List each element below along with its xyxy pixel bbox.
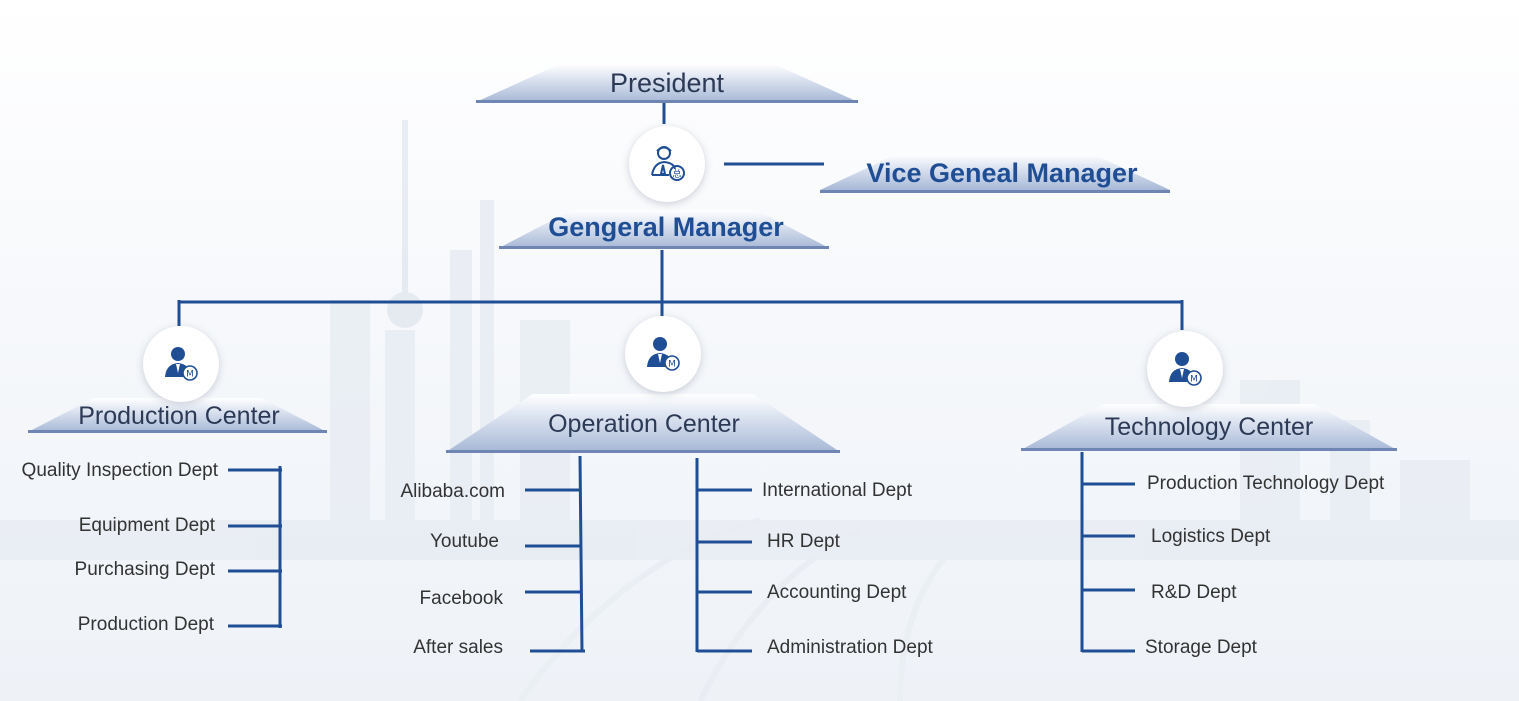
general-manager-icon: 总 — [651, 146, 685, 181]
dept-alibaba: Alibaba.com — [400, 481, 505, 502]
president-title: President — [609, 68, 725, 98]
technology-center-banner-edge — [1021, 448, 1397, 451]
dept-facebook: Facebook — [419, 588, 503, 609]
production-center-title: Production Center — [78, 402, 280, 430]
technology-center-avatar: M — [1147, 331, 1223, 407]
dept-youtube: Youtube — [429, 531, 499, 552]
production-center-avatar: M — [143, 326, 219, 402]
svg-text:总: 总 — [672, 168, 681, 180]
manager-m-icon: M — [1169, 352, 1202, 386]
dept-purchasing: Purchasing Dept — [74, 559, 215, 580]
dept-quality-inspection: Quality Inspection Dept — [21, 460, 218, 481]
dept-logistics: Logistics Dept — [1151, 526, 1271, 547]
dept-international: International Dept — [762, 480, 912, 501]
manager-m-icon: M — [647, 337, 680, 371]
production-center-banner-edge — [28, 430, 327, 433]
manager-m-icon: M — [165, 347, 198, 381]
general-manager-banner-edge — [499, 246, 829, 249]
dept-accounting: Accounting Dept — [767, 582, 907, 603]
svg-text:M: M — [668, 360, 676, 370]
general-manager-avatar: 总 — [629, 126, 705, 202]
dept-rnd: R&D Dept — [1151, 582, 1237, 603]
dept-equipment: Equipment Dept — [78, 515, 215, 536]
general-manager-title: Gengeral Manager — [548, 212, 784, 242]
dept-production-technology: Production Technology Dept — [1147, 473, 1385, 494]
svg-text:M: M — [186, 370, 194, 380]
svg-text:M: M — [1190, 375, 1198, 385]
dept-after-sales: After sales — [413, 637, 503, 658]
operation-center-banner-edge — [446, 450, 840, 453]
dept-production: Production Dept — [77, 614, 214, 635]
dept-hr: HR Dept — [767, 531, 840, 552]
operation-center-avatar: M — [625, 316, 701, 392]
president-banner-edge — [476, 100, 858, 103]
dept-administration: Administration Dept — [767, 637, 933, 658]
vice-general-manager-title: Vice Geneal Manager — [866, 158, 1138, 188]
dept-storage: Storage Dept — [1145, 637, 1257, 658]
technology-center-title: Technology Center — [1104, 413, 1314, 441]
operation-center-title: Operation Center — [548, 410, 740, 438]
vice-general-manager-banner-edge — [820, 190, 1170, 193]
